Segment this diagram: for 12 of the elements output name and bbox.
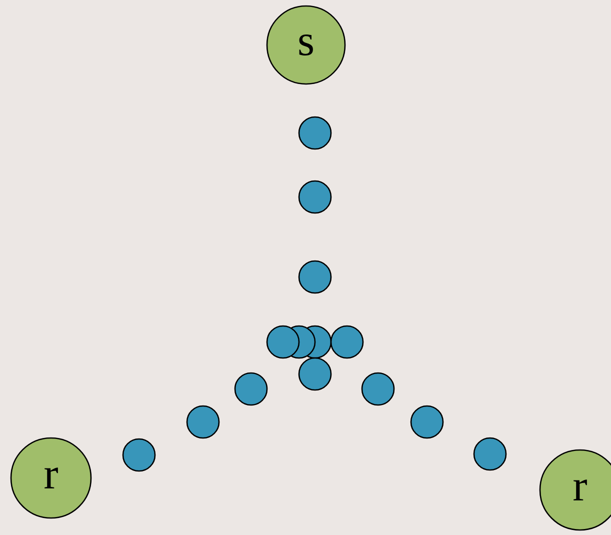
dot (410, 405, 444, 439)
dot (122, 438, 156, 472)
dot (473, 437, 507, 471)
dot (234, 372, 268, 406)
dot (298, 260, 332, 294)
dot (266, 325, 300, 359)
dot (186, 405, 220, 439)
dot (298, 357, 332, 391)
dot (330, 325, 364, 359)
dot (361, 372, 395, 406)
dot (298, 180, 332, 214)
dot (298, 116, 332, 150)
